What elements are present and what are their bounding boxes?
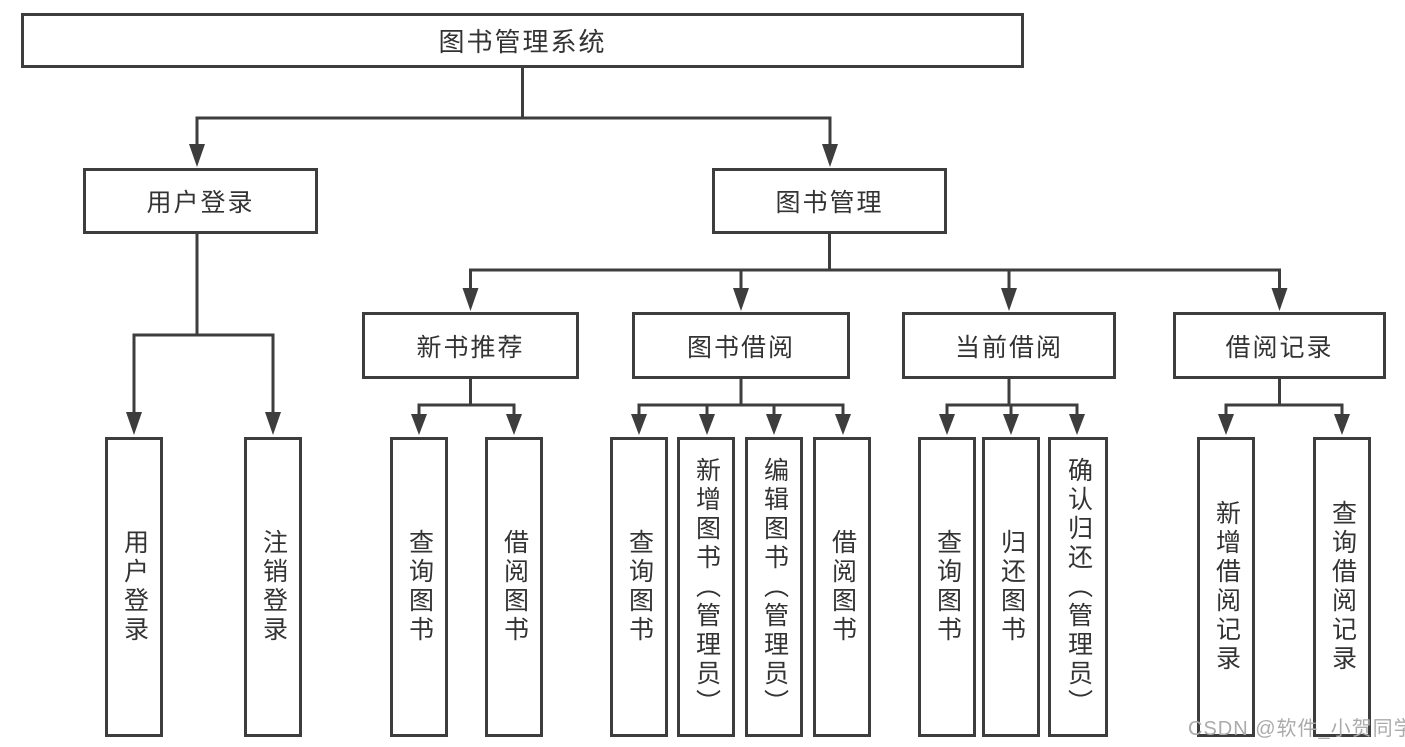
leaf-return-book-label: 归还图书 (997, 529, 1026, 645)
split-book-borrow (637, 403, 845, 416)
leaf-user-login-label: 用户登录 (120, 529, 149, 645)
leaf-query-books-2: 查询图书 (610, 437, 668, 737)
leaf-query-books-1-label: 查询图书 (405, 529, 434, 645)
leaf-confirm-return-admin-label: 确认归还（管理员） (1064, 456, 1093, 718)
leaf-borrow-books-1-label: 借阅图书 (500, 529, 529, 645)
leaf-query-books-2-label: 查询图书 (625, 529, 654, 645)
arrow-icon (1334, 414, 1350, 435)
leaf-query-books-3-label: 查询图书 (933, 529, 962, 645)
current-borrow-label: 当前借阅 (954, 333, 1063, 362)
arrow-icon (1218, 414, 1234, 435)
node-borrow-records: 借阅记录 (1173, 312, 1386, 379)
arrow-icon (631, 414, 647, 435)
leaf-query-borrow-record: 查询借阅记录 (1313, 437, 1371, 737)
watermark-text: CSDN @软件_小贺同学 (1188, 718, 1405, 740)
borrow-records-label: 借阅记录 (1225, 333, 1334, 362)
leaf-query-books-3: 查询图书 (918, 437, 976, 737)
node-user-login: 用户登录 (83, 168, 318, 234)
node-current-borrow: 当前借阅 (902, 312, 1116, 379)
split-borrow-records (1224, 403, 1344, 416)
arrow-icon (733, 288, 749, 311)
leaf-add-book-admin-label: 新增图书（管理员） (692, 456, 721, 718)
leaf-logout: 注销登录 (244, 437, 302, 737)
arrow-icon (506, 414, 522, 435)
arrow-icon (939, 414, 955, 435)
leaf-logout-label: 注销登录 (259, 529, 288, 645)
arrow-icon (126, 412, 142, 435)
leaf-return-book: 归还图书 (982, 437, 1040, 737)
arrow-icon (1271, 288, 1288, 311)
leaf-borrow-books-2-label: 借阅图书 (828, 529, 857, 645)
book-management-label: 图书管理 (775, 189, 884, 217)
arrowheads (126, 144, 1350, 435)
branch-level1 (195, 116, 832, 150)
leaf-borrow-books-2: 借阅图书 (813, 437, 871, 737)
arrow-icon (1003, 414, 1019, 435)
leaf-confirm-return-admin: 确认归还（管理员） (1048, 437, 1108, 737)
node-new-book-recommend: 新书推荐 (362, 312, 579, 379)
arrow-icon (411, 414, 427, 435)
arrow-icon (1001, 288, 1017, 311)
arrow-icon (189, 144, 205, 167)
book-borrow-label: 图书借阅 (686, 333, 795, 362)
arrow-icon (822, 144, 838, 167)
arrow-icon (835, 414, 851, 435)
leaf-query-borrow-record-label: 查询借阅记录 (1328, 500, 1357, 674)
node-book-management: 图书管理 (712, 168, 947, 234)
arrow-icon (462, 288, 479, 311)
arrow-icon (1069, 414, 1085, 435)
leaf-edit-book-admin-label: 编辑图书（管理员） (760, 456, 789, 718)
arrow-icon (265, 412, 281, 435)
arrow-icon (699, 414, 715, 435)
leaf-edit-book-admin: 编辑图书（管理员） (745, 437, 803, 737)
branch-level2 (469, 268, 1281, 290)
arrow-icon (766, 414, 782, 435)
node-book-borrow: 图书借阅 (632, 312, 850, 379)
root-label: 图书管理系统 (438, 27, 607, 57)
leaf-add-borrow-record: 新增借阅记录 (1197, 437, 1255, 737)
leaf-add-book-admin: 新增图书（管理员） (677, 437, 735, 737)
node-root: 图书管理系统 (21, 13, 1024, 68)
leaf-borrow-books-1: 借阅图书 (485, 437, 543, 737)
leaf-add-borrow-record-label: 新增借阅记录 (1212, 500, 1241, 674)
login-split (132, 333, 275, 414)
leaf-query-books-1: 查询图书 (390, 437, 448, 737)
new-book-recommend-label: 新书推荐 (416, 333, 525, 362)
split-new-book (417, 403, 516, 416)
user-login-label: 用户登录 (146, 189, 255, 217)
leaf-user-login: 用户登录 (105, 437, 163, 737)
